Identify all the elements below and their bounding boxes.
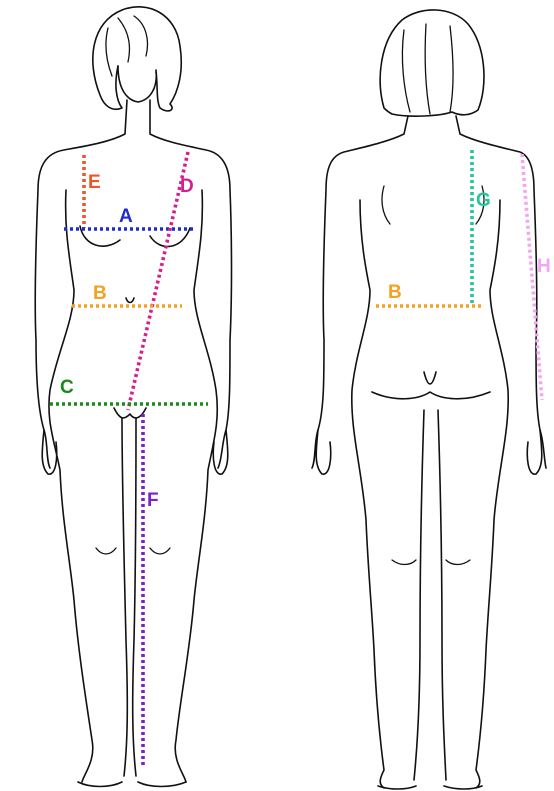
front-face bbox=[118, 66, 156, 102]
label-C: C bbox=[60, 377, 74, 398]
label-B-back: B bbox=[388, 282, 402, 303]
front-hair bbox=[93, 7, 181, 111]
back-figure bbox=[312, 10, 546, 789]
back-hair bbox=[380, 10, 484, 116]
label-B-front: B bbox=[93, 283, 107, 304]
label-A: A bbox=[119, 206, 133, 227]
label-E: E bbox=[88, 172, 101, 193]
back-torso bbox=[312, 116, 546, 468]
label-F: F bbox=[147, 490, 159, 511]
label-D: D bbox=[180, 176, 194, 197]
label-H: H bbox=[537, 256, 551, 277]
front-torso bbox=[35, 100, 231, 468]
measure-line-H bbox=[522, 154, 542, 400]
label-G: G bbox=[476, 190, 491, 211]
measure-line-D bbox=[128, 152, 188, 410]
